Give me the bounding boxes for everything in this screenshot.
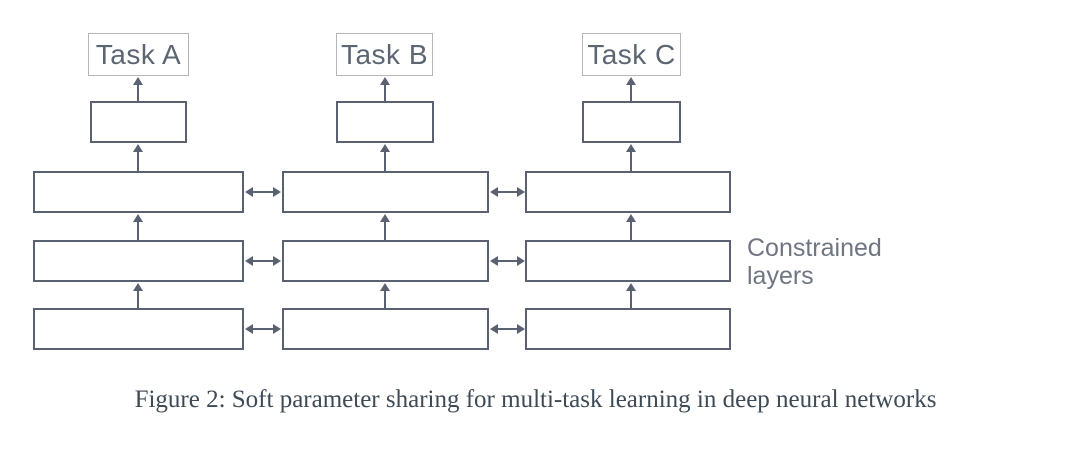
up-arrow-icon <box>626 283 636 308</box>
constrained-layers-line2: layers <box>747 262 814 290</box>
double-arrow-icon <box>245 187 281 197</box>
up-arrow-icon <box>380 144 390 171</box>
top-layer-box-task-c <box>582 101 681 143</box>
double-arrow-icon <box>490 256 525 266</box>
task-a-box: Task A <box>88 33 189 76</box>
up-arrow-icon <box>133 214 143 240</box>
double-arrow-icon <box>245 256 281 266</box>
double-arrow-icon <box>490 324 525 334</box>
up-arrow-icon <box>133 77 143 101</box>
task-b-label: Task B <box>340 38 429 70</box>
up-arrow-icon <box>626 214 636 240</box>
top-layer-box-task-b <box>336 101 434 143</box>
up-arrow-icon <box>133 283 143 308</box>
constrained-layers-label: Constrained layers <box>747 234 882 290</box>
layer-box-row1-task-c <box>525 171 731 213</box>
layer-box-row2-task-b <box>282 240 489 282</box>
layer-box-row3-task-c <box>525 308 731 350</box>
layer-box-row1-task-a <box>33 171 244 213</box>
up-arrow-icon <box>380 214 390 240</box>
figure-caption: Figure 2: Soft parameter sharing for mul… <box>134 386 937 413</box>
up-arrow-icon <box>133 144 143 171</box>
task-c-box: Task C <box>582 33 681 76</box>
layer-box-row3-task-a <box>33 308 244 350</box>
up-arrow-icon <box>626 77 636 101</box>
layer-box-row1-task-b <box>282 171 489 213</box>
layer-box-row2-task-c <box>525 240 731 282</box>
double-arrow-icon <box>490 187 525 197</box>
layer-box-row2-task-a <box>33 240 244 282</box>
up-arrow-icon <box>626 144 636 171</box>
layer-box-row3-task-b <box>282 308 489 350</box>
task-b-box: Task B <box>336 33 433 76</box>
up-arrow-icon <box>380 77 390 101</box>
task-c-label: Task C <box>587 38 676 70</box>
task-a-label: Task A <box>95 38 182 70</box>
double-arrow-icon <box>245 324 281 334</box>
constrained-layers-line1: Constrained <box>747 234 882 262</box>
up-arrow-icon <box>380 283 390 308</box>
top-layer-box-task-a <box>90 101 187 143</box>
